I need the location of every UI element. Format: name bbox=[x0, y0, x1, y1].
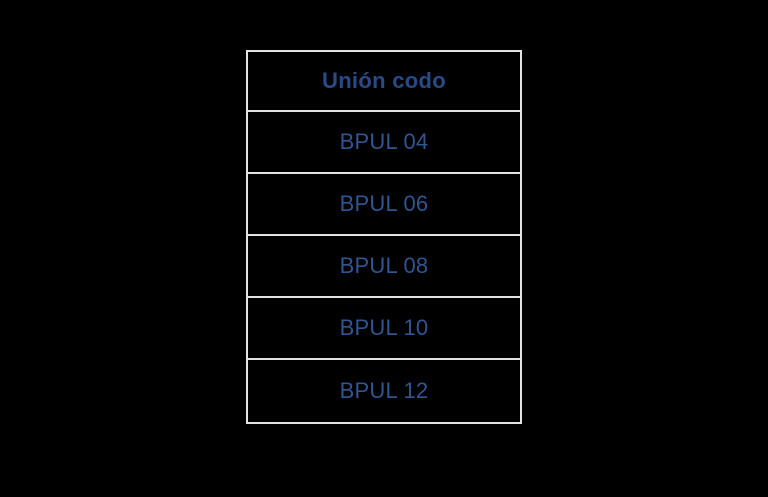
table-cell-label: BPUL 12 bbox=[339, 378, 429, 403]
table-cell-label: BPUL 06 bbox=[339, 191, 429, 216]
table-row[interactable]: BPUL 04 bbox=[248, 112, 520, 174]
table-row[interactable]: BPUL 08 bbox=[248, 236, 520, 298]
table-row[interactable]: BPUL 12 bbox=[248, 360, 520, 422]
table-cell-label: BPUL 10 bbox=[339, 315, 429, 340]
union-codo-table: Unión codo BPUL 04 BPUL 06 BPUL 08 BPUL … bbox=[246, 50, 522, 424]
table-header-label: Unión codo bbox=[322, 68, 446, 93]
table-cell-label: BPUL 08 bbox=[339, 253, 429, 278]
table-cell-label: BPUL 04 bbox=[339, 129, 429, 154]
table-row[interactable]: BPUL 06 bbox=[248, 174, 520, 236]
table-header-row: Unión codo bbox=[248, 52, 520, 112]
table-row[interactable]: BPUL 10 bbox=[248, 298, 520, 360]
